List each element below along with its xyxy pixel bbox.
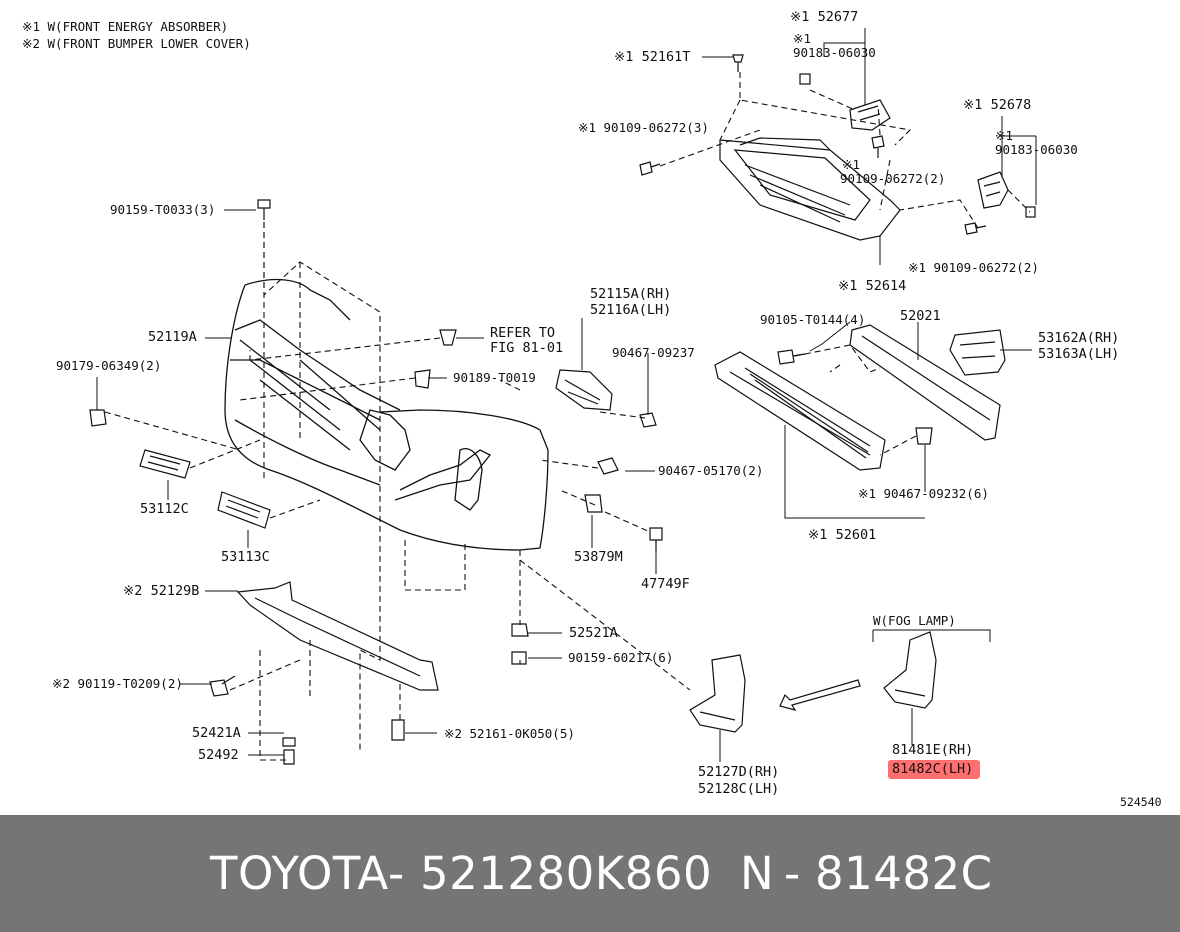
label-52677: ※1 52677: [790, 9, 859, 25]
label-52601: ※1 52601: [808, 527, 877, 543]
energy-absorber-part: [719, 137, 901, 241]
footer-bar: TOYOTA - 521280K860 N - 81482C: [0, 815, 1180, 932]
label-refer-1: REFER TO: [490, 325, 556, 341]
label-52161t: ※1 52161T: [614, 49, 691, 65]
label-90159b: 90159-60217(6): [568, 650, 674, 665]
highlight-box: [888, 760, 980, 779]
label-90109b: 90109-06272(2): [840, 171, 946, 186]
label-52127d: 52127D(RH): [698, 764, 780, 780]
label-90183a-mark: ※1: [793, 31, 811, 46]
bracket-52677-part: [849, 99, 891, 131]
label-52129b: ※2 52129B: [123, 583, 200, 599]
note-1: ※1 W(FRONT ENERGY ABSORBER): [22, 19, 229, 34]
footer-number: 81482C: [815, 847, 993, 900]
label-52119a: 52119A: [148, 329, 197, 345]
label-90109b-mark: ※1: [842, 157, 860, 172]
label-52492: 52492: [198, 747, 239, 763]
mudguard-81481e-part: [883, 631, 937, 709]
label-81481e: 81481E(RH): [892, 742, 974, 758]
parts-diagram: [89, 28, 1037, 765]
label-90109a: ※1 90109-06272(3): [578, 120, 709, 135]
label-90183b: 90183-06030: [995, 142, 1078, 157]
mudguard-52127d-part: [689, 654, 746, 733]
footer-separator-1: -: [388, 847, 405, 900]
label-52128c: 52128C(LH): [698, 781, 780, 797]
label-90183a: 90183-06030: [793, 45, 876, 60]
label-90119: ※2 90119-T0209(2): [52, 676, 183, 691]
label-90467c: ※1 90467-09232(6): [858, 486, 989, 501]
note-2: ※2 W(FRONT BUMPER LOWER COVER): [22, 36, 251, 51]
nut-90183-b: [1025, 206, 1036, 218]
label-90183b-mark: ※1: [995, 128, 1013, 143]
label-81482c: 81482C(LH): [892, 761, 974, 777]
label-90105: 90105-T0144(4): [760, 312, 866, 327]
label-90467b: 90467-05170(2): [658, 463, 764, 478]
bracket-53162a-part: [949, 329, 1006, 376]
footer-separator-2: -: [784, 847, 801, 900]
label-53112c: 53112C: [140, 501, 189, 517]
label-90109c: ※1 90109-06272(2): [908, 260, 1039, 275]
label-47749f: 47749F: [641, 576, 690, 592]
reinforcement-52021-part: [849, 324, 1001, 441]
label-53113c: 53113C: [221, 549, 270, 565]
footer-brand: TOYOTA: [210, 847, 389, 900]
label-52521a: 52521A: [569, 625, 618, 641]
label-52421a: 52421A: [192, 725, 241, 741]
label-90159t: 90159-T0033(3): [110, 202, 216, 217]
label-53162a: 53162A(RH): [1038, 330, 1120, 346]
retainer-52115a-part: [555, 369, 613, 411]
absorber-52601-part: [714, 351, 886, 471]
garnish-53113c-part: [217, 491, 271, 529]
bumper-cover-part: [224, 278, 549, 551]
nut-90183-a: [799, 73, 811, 85]
footer-prefix: N: [740, 847, 775, 900]
footer-part-number: 521280K860: [420, 847, 713, 900]
label-52021: 52021: [900, 308, 941, 324]
label-53879m: 53879M: [574, 549, 623, 565]
label-90467a: 90467-09237: [612, 345, 695, 360]
label-90179: 90179-06349(2): [56, 358, 162, 373]
label-52614: ※1 52614: [838, 278, 907, 294]
label-52116a: 52116A(LH): [590, 302, 672, 318]
label-52678: ※1 52678: [963, 97, 1032, 113]
garnish-53112c-part: [139, 449, 191, 479]
label-52115a: 52115A(RH): [590, 286, 672, 302]
bracket-52678-part: [977, 171, 1009, 209]
label-52161b: ※2 52161-0K050(5): [444, 726, 575, 741]
label-fog-lamp: W(FOG LAMP): [873, 613, 956, 628]
diagram-ref-code: 524540: [1120, 795, 1162, 809]
label-refer-2: FIG 81-01: [490, 340, 564, 356]
label-90189: 90189-T0019: [453, 370, 536, 385]
label-53163a: 53163A(LH): [1038, 346, 1120, 362]
arrow-icon: [779, 679, 861, 711]
